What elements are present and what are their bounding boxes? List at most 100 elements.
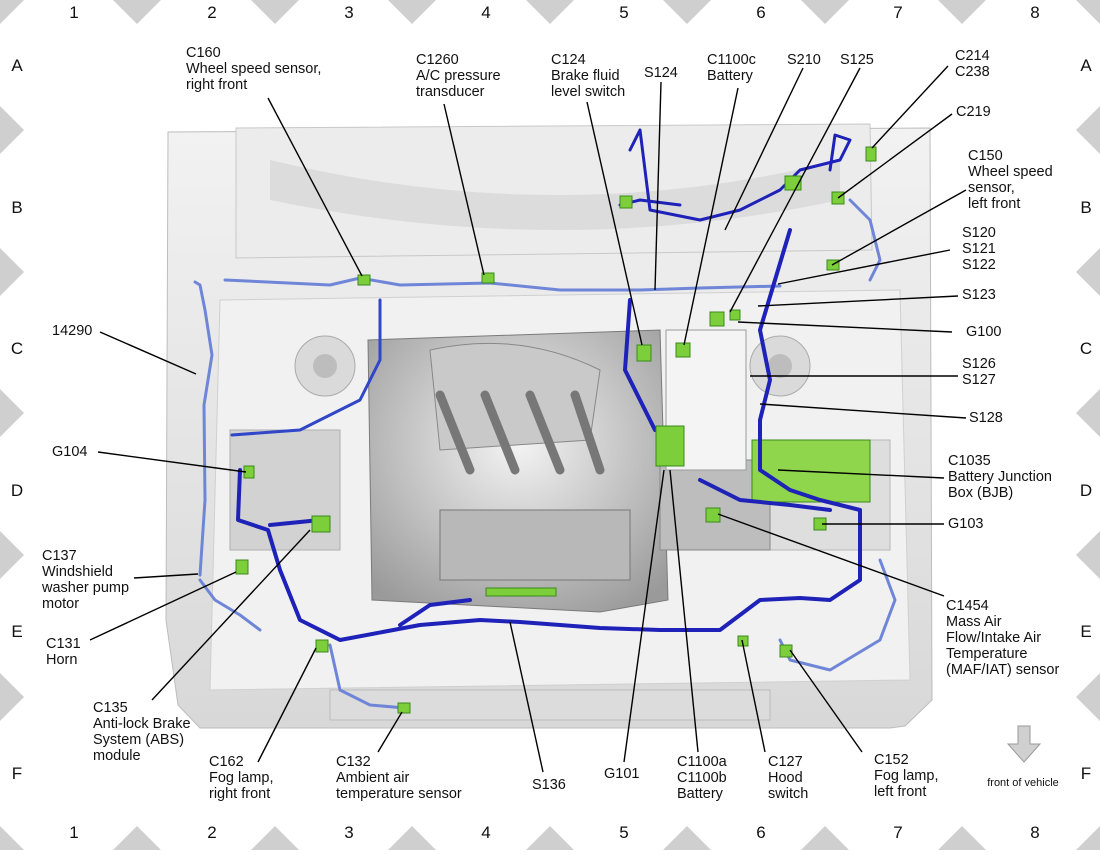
label-c1035-line: Battery Junction xyxy=(948,469,1052,485)
border-diamond xyxy=(0,0,24,24)
label-c124-line: Brake fluid xyxy=(551,68,620,84)
label-c137: C137 Windshield washer pump motor xyxy=(42,548,129,612)
border-diamond xyxy=(0,826,24,855)
label-g103: G103 xyxy=(948,516,983,532)
border-diamond xyxy=(938,826,986,855)
label-s120-line: S122 xyxy=(962,257,996,273)
grid-col-2-bottom: 2 xyxy=(207,823,217,842)
leader-lines xyxy=(89,65,967,773)
border-diamond xyxy=(1076,673,1100,721)
label-c131: C131 Horn xyxy=(46,636,81,668)
label-g104: G104 xyxy=(52,444,87,460)
grid-col-3-top: 3 xyxy=(344,3,354,22)
grid-col-7-bottom: 7 xyxy=(893,823,903,842)
label-g100: G100 xyxy=(966,324,1001,340)
connectors xyxy=(235,146,877,714)
grid-col-6-bottom: 6 xyxy=(756,823,766,842)
label-c1100a: C1100a C1100b Battery xyxy=(677,754,727,802)
grid-col-2-top: 2 xyxy=(207,3,217,22)
grid-col-3-bottom: 3 xyxy=(344,823,354,842)
label-s125: S125 xyxy=(840,52,874,68)
label-c160-line: C160 xyxy=(186,45,221,61)
label-14290: 14290 xyxy=(52,323,92,339)
label-c160: C160 Wheel speed sensor, right front xyxy=(186,45,321,93)
label-s136-line: S136 xyxy=(532,777,566,793)
label-c137-line: washer pump xyxy=(42,580,130,596)
label-s123-line: S123 xyxy=(962,287,996,303)
label-c127-line: C127 xyxy=(768,754,803,770)
label-c1454-line: Temperature xyxy=(946,646,1028,662)
label-c124-line: C124 xyxy=(551,52,586,68)
label-s126: S126 S127 xyxy=(962,356,996,388)
border-diamond xyxy=(388,0,436,24)
label-s120: S120 S121 S122 xyxy=(962,225,996,273)
label-14290-line: 14290 xyxy=(52,323,93,339)
label-c1035-line: C1035 xyxy=(948,453,991,469)
vehicle-body xyxy=(165,123,933,729)
label-s210-line: S210 xyxy=(787,52,821,68)
label-c1100c-line: C1100c xyxy=(707,52,756,68)
grid-row-f-right: F xyxy=(1080,764,1092,783)
label-c127-line: Hood xyxy=(768,770,803,786)
label-s125-line: S125 xyxy=(840,52,874,68)
border-diamond xyxy=(113,826,161,855)
border-diamond xyxy=(938,0,986,24)
label-c1260: C1260 A/C pressure transducer xyxy=(416,52,501,100)
label-c150-line: Wheel speed xyxy=(968,164,1053,180)
label-s124: S124 xyxy=(644,65,678,81)
label-s120-line: S121 xyxy=(962,241,996,257)
label-c150-line: C150 xyxy=(968,148,1003,164)
grid-row-b-right: B xyxy=(1080,198,1092,217)
label-c150-line: sensor, xyxy=(968,180,1015,196)
label-c124-line: level switch xyxy=(551,84,626,100)
grid-col-4-top: 4 xyxy=(481,3,491,22)
grid-row-e-right: E xyxy=(1080,622,1092,641)
grid-row-c-right: C xyxy=(1079,339,1093,358)
label-c127: C127 Hood switch xyxy=(768,754,808,802)
border-diamond xyxy=(663,826,711,855)
grid-col-5-bottom: 5 xyxy=(619,823,629,842)
label-c162-line: right front xyxy=(209,786,271,802)
grid-row-d-left: D xyxy=(10,481,24,500)
border-diamond xyxy=(1076,248,1100,296)
border-diamond xyxy=(526,826,574,855)
label-c131-line: Horn xyxy=(46,652,78,668)
border-diamond xyxy=(0,106,24,154)
label-c137-line: motor xyxy=(42,596,80,612)
grid-col-4-bottom: 4 xyxy=(481,823,491,842)
front-arrow-icon xyxy=(1006,725,1042,763)
border-diamond xyxy=(663,0,711,24)
border-diamond xyxy=(1076,0,1100,24)
label-g101: G101 xyxy=(604,766,639,782)
grid-col-1-top: 1 xyxy=(69,3,79,22)
label-c132-line: temperature sensor xyxy=(336,786,462,802)
border-diamond xyxy=(1076,531,1100,579)
label-c135-line: module xyxy=(93,748,141,764)
border-diamond xyxy=(1076,826,1100,855)
label-c1260-line: transducer xyxy=(416,84,485,100)
label-s123: S123 xyxy=(962,287,996,303)
border-diamond xyxy=(1076,389,1100,437)
grid-row-d-right: D xyxy=(1079,481,1093,500)
label-c152: C152 Fog lamp, left front xyxy=(874,752,938,800)
grid-col-7-top: 7 xyxy=(893,3,903,22)
label-c162: C162 Fog lamp, right front xyxy=(209,754,273,802)
label-c135-line: Anti-lock Brake xyxy=(93,716,191,732)
label-c214-line: C238 xyxy=(955,64,990,80)
label-c131-line: C131 xyxy=(46,636,81,652)
label-c214: C214 C238 xyxy=(955,48,990,80)
label-c132: C132 Ambient air temperature sensor xyxy=(336,754,462,802)
label-c1100a-line: Battery xyxy=(677,786,723,802)
label-c160-line: right front xyxy=(186,77,248,93)
label-c1454-line: Flow/Intake Air xyxy=(946,630,1042,646)
wiring-harness xyxy=(193,128,897,710)
label-s136: S136 xyxy=(532,777,566,793)
label-c1260-line: C1260 xyxy=(416,52,459,68)
label-c137-line: Windshield xyxy=(42,564,113,580)
label-c1100c-line: Battery xyxy=(707,68,753,84)
label-c162-line: Fog lamp, xyxy=(209,770,274,786)
grid-row-e-left: E xyxy=(11,622,23,641)
label-s128-line: S128 xyxy=(969,410,1003,426)
